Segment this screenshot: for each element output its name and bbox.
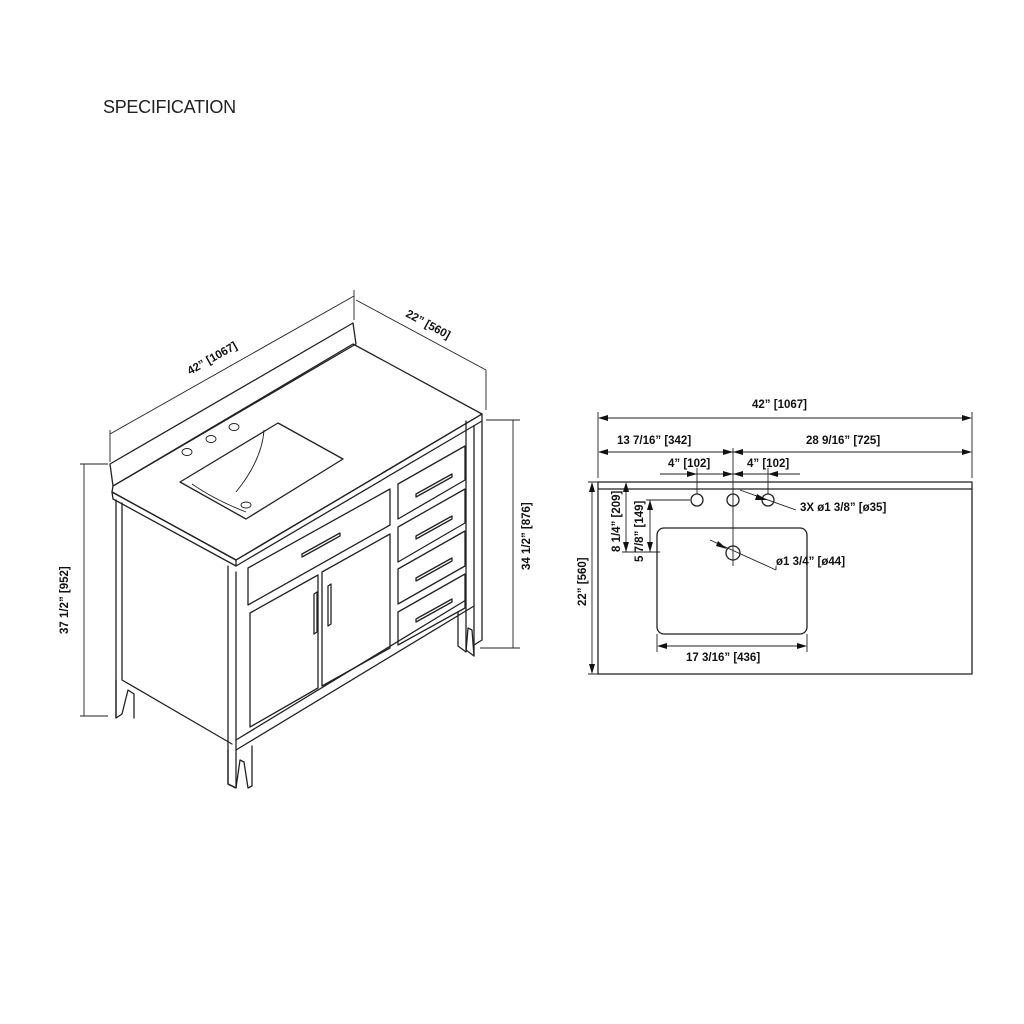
front-frame-right-stile [465,420,475,657]
width-dim-line [109,295,355,435]
top-basin-width-label: 17 3/16” [436] [686,652,760,664]
vanity-perspective-view [109,322,483,789]
countertop-side-edge [235,413,483,567]
top-view-outline [597,481,973,675]
top-view: 42” [1067] 13 7/16” [342] 28 9/16” [725]… [577,399,973,675]
cabinet-right-side [473,420,483,646]
top-hole-row-depth-label: 8 1/4” [209] [611,490,623,552]
countertop-top [111,343,483,561]
perspective-depth-label: 22” [560] [404,308,453,342]
top-hole-spacing-left-label: 4” [102] [668,458,710,470]
top-view-basin [656,527,808,635]
perspective-width-label: 42” [1067] [186,340,240,378]
drawer-right-4 [397,573,466,646]
drain-hole-iso [240,501,252,509]
front-right-leg [457,611,475,657]
door-left [249,574,319,728]
faucet-hole-3 [228,423,240,431]
top-hole-spacing-right-label: 4” [102] [747,458,789,470]
top-left-offset-label: 13 7/16” [342] [617,435,691,447]
sheet-title: SPECIFICATION [103,97,236,117]
perspective-counter-height-label: 34 1/2” [876] [521,502,533,570]
faucet-hole-2 [205,435,217,443]
backsplash [109,322,357,487]
top-depth-label: 22” [560] [577,557,589,606]
front-frame-left-stile [227,565,237,789]
top-view-faucet-hole-1 [690,493,704,507]
door-right [321,533,391,687]
drawer-right-3 [397,530,466,605]
top-drain-depth-label: 5 7/8” [149] [634,500,646,562]
top-right-offset-label: 28 9/16” [725] [806,435,880,447]
drawer-right-2 [397,488,466,563]
faucet-hole-1 [181,448,193,456]
top-faucet-holes-label: 3X ø1 3/8” [ø35] [800,502,886,514]
top-overall-width-label: 42” [1067] [752,399,807,411]
front-left-leg [227,745,253,789]
perspective-total-height-label: 37 1/2” [952] [59,566,71,634]
drawer-right-1 [397,445,466,520]
top-drawer-left [247,488,391,606]
sink-basin [179,422,344,520]
perspective-dimensions: 42” [1067] 22” [560] 37 1/2” [952] 34 1/… [59,290,533,717]
handles [301,473,453,635]
top-drain-hole-label: ø1 3/4” [ø44] [776,556,845,568]
side-leg [115,679,135,719]
sink-inner-curve [191,429,265,513]
